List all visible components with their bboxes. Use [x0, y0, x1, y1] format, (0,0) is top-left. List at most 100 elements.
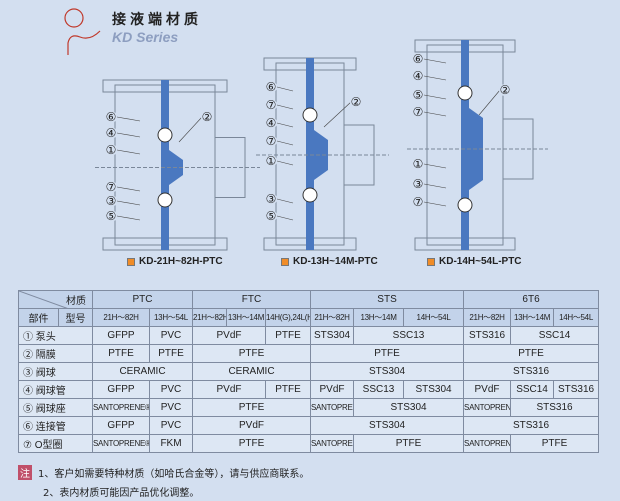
material-cell: CERAMIC [92, 362, 193, 381]
model-cell: 21H～82H [463, 308, 512, 327]
part-name: ⑥ 连接管 [18, 416, 93, 435]
material-cell: FKM [149, 434, 193, 453]
callout-label: ② [351, 95, 362, 109]
table-row: ⑦ O型圈SANTOPRENE®FKMPTFESANTOPRENE®PTFESA… [18, 434, 600, 453]
material-cell: PTFE [463, 344, 600, 363]
series-title: KD Series [112, 29, 179, 45]
table-row: ⑤ 阀球座SANTOPRENE®PVCPTFESANTOPRENE®STS304… [18, 398, 600, 417]
callout-label: ④ [413, 69, 424, 83]
logo-icon [64, 8, 101, 55]
callout-label: ⑥ [106, 110, 117, 124]
material-cell: PTFE [310, 344, 465, 363]
material-cell: PTFE [264, 380, 312, 399]
valve-ball [457, 197, 473, 213]
material-cell: SANTOPRENE® [92, 398, 150, 417]
callout-label: ⑦ [266, 134, 277, 148]
material-header-cell: 材质 [18, 290, 93, 309]
callout-label: ③ [413, 177, 424, 191]
table-header-materials: 材质 PTC FTC STS 6T6 [18, 290, 600, 309]
material-cell: PTFE [191, 344, 312, 363]
valve-ball [457, 85, 473, 101]
material-cell: STS316 [463, 326, 512, 345]
material-cell: PTFE [353, 434, 465, 453]
part-name: ② 隔膜 [18, 344, 93, 363]
bullet-icon [127, 257, 135, 266]
model-cell: 21H～82H [92, 308, 150, 327]
material-cell: PVC [149, 326, 193, 345]
fluid-channel [161, 80, 169, 250]
material-ftc: FTC [191, 290, 312, 309]
material-cell: PTFE [510, 434, 600, 453]
part-name: ④ 阀球管 [18, 380, 93, 399]
diagram-caption-1: KD-21H~82H-PTC [127, 256, 223, 267]
material-cell: SSC13 [353, 326, 465, 345]
material-cell: CERAMIC [191, 362, 312, 381]
valve-ball [302, 107, 318, 123]
material-cell: PVdF [192, 326, 266, 345]
material-cell: PTFE [264, 326, 312, 345]
page-title: 接液端材质 [112, 12, 202, 28]
material-cell: PTFE [191, 398, 312, 417]
material-cell: STS316 [553, 380, 600, 399]
callout-label: ④ [106, 126, 117, 140]
bullet-icon [281, 257, 289, 266]
material-cell: STS304 [353, 398, 465, 417]
valve-ball [302, 187, 318, 203]
part-name: ③ 阀球 [18, 362, 93, 381]
callout-label: ① [106, 143, 117, 157]
valve-ball [157, 192, 173, 208]
model-cell: 21H～82H [310, 308, 355, 327]
material-cell: STS304 [310, 362, 465, 381]
material-cell: GFPP [92, 416, 150, 435]
callout-label: ⑤ [106, 209, 117, 223]
material-cell: STS304 [403, 380, 465, 399]
diagram-caption-3: KD-14H~54L-PTC [427, 256, 522, 267]
callout-label: ⑥ [266, 80, 277, 94]
material-cell: PVC [149, 380, 193, 399]
diaphragm-chamber [314, 130, 328, 180]
material-cell: STS316 [463, 362, 600, 381]
callout-label: ⑤ [413, 88, 424, 102]
material-cell: SSC14 [510, 380, 555, 399]
note-label: 注 [18, 465, 32, 480]
material-6t6: 6T6 [463, 290, 600, 309]
part-name: ⑤ 阀球座 [18, 398, 93, 417]
model-cell: 14H～54L [553, 308, 600, 327]
part-name: ① 泵头 [18, 326, 93, 345]
fluid-channel [306, 58, 314, 250]
callout-label: ③ [266, 192, 277, 206]
material-cell: PVC [149, 398, 193, 417]
callout-label: ② [202, 110, 213, 124]
callout-label: ⑤ [266, 209, 277, 223]
material-cell: STS316 [510, 398, 600, 417]
material-cell: PTFE [92, 344, 150, 363]
callout-label: ① [266, 154, 277, 168]
material-cell: GFPP [92, 380, 150, 399]
fluid-channel [461, 40, 469, 250]
material-cell: STS304 [310, 416, 465, 435]
diagram-caption-2: KD-13H~14M-PTC [281, 256, 378, 267]
callout-label: ⑦ [266, 98, 277, 112]
material-cell: SANTOPRENE® [463, 434, 512, 453]
callout-label: ⑦ [413, 195, 424, 209]
model-cell: 21H～82H [192, 308, 227, 327]
material-cell: SSC14 [510, 326, 600, 345]
model-cell: 13H～14M [510, 308, 555, 327]
model-header: 型号 [58, 308, 93, 327]
material-cell: PVdF [463, 380, 512, 399]
part-name: ⑦ O型圈 [18, 434, 93, 453]
material-cell: PVC [149, 416, 193, 435]
material-cell: PVdF [310, 380, 355, 399]
callout-label: ② [500, 83, 511, 97]
material-cell: SANTOPRENE® [310, 398, 355, 417]
material-cell: SSC13 [353, 380, 405, 399]
